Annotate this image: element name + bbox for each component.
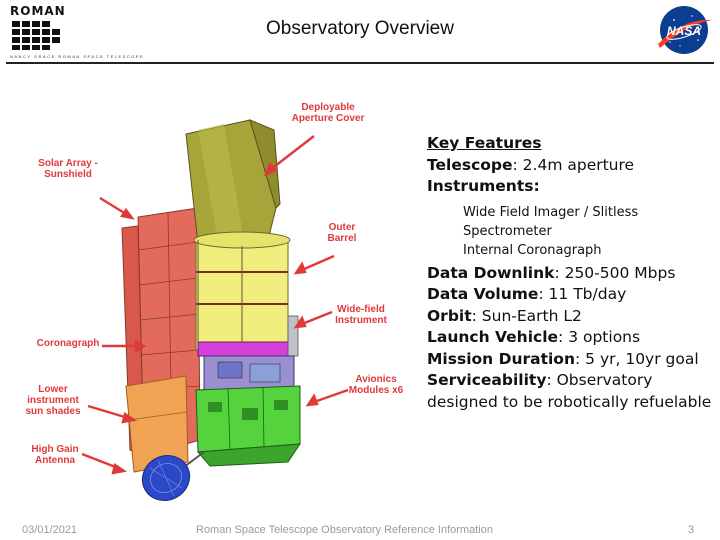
data-volume-row: Data Volume: 11 Tb/day (427, 284, 712, 306)
callout-lower-instrument-sun-shades: Lower instrument sun shades (25, 384, 81, 417)
callout-arrows (81, 135, 349, 475)
key-features-panel: Key Features Telescope: 2.4m aperture In… (427, 133, 712, 413)
header-divider (6, 62, 714, 64)
roman-logo-grid-icon (12, 21, 60, 50)
data-downlink-label: Data Downlink (427, 263, 555, 282)
observatory-diagram (81, 119, 349, 501)
instruments-row: Instruments: (427, 176, 712, 198)
mission-duration-value: : 5 yr, 10yr goal (575, 349, 699, 368)
nasa-logo-text: NASA (667, 24, 701, 38)
orbit-label: Orbit (427, 306, 472, 325)
solar-array-panels (121, 207, 201, 473)
telescope-row: Telescope: 2.4m aperture (427, 155, 712, 177)
callout-high-gain-antenna: High Gain Antenna (31, 444, 79, 466)
roman-logo-text: ROMAN (10, 4, 66, 18)
orbit-value: : Sun-Earth L2 (471, 306, 582, 325)
data-volume-label: Data Volume (427, 285, 539, 303)
launch-vehicle-label: Launch Vehicle (427, 328, 559, 346)
mission-duration-label: Mission Duration (427, 349, 575, 368)
roman-logo-subtext: NANCY GRACE ROMAN SPACE TELESCOPE (10, 54, 145, 59)
data-volume-value: : 11 Tb/day (538, 285, 627, 303)
launch-vehicle-value: : 3 options (558, 328, 641, 346)
orbit-row: Orbit: Sun-Earth L2 (427, 306, 712, 328)
instrument-item-wfi: Wide Field Imager / Slitless Spectromete… (463, 204, 639, 239)
instrument-ring (197, 315, 299, 357)
instruments-label: Instruments: (427, 177, 540, 195)
instrument-item-coronagraph: Internal Coronagraph (463, 242, 602, 258)
footer-title: Roman Space Telescope Observatory Refere… (196, 524, 493, 536)
key-features-heading: Key Features (427, 134, 542, 152)
callout-solar-array-sunshield: Solar Array - Sunshield (38, 158, 98, 180)
launch-vehicle-row: Launch Vehicle: 3 options (427, 327, 712, 349)
avionics-modules (195, 385, 301, 467)
serviceability-value: : Observatory designed to be robotically… (427, 371, 712, 411)
aperture-cover (185, 119, 281, 245)
callout-outer-barrel: Outer Barrel (327, 222, 357, 244)
instrument-bay (203, 355, 295, 393)
serviceability-label: Serviceability (427, 371, 547, 389)
data-downlink-row: Data Downlink: 250-500 Mbps (427, 263, 712, 285)
footer-date: 03/01/2021 (22, 524, 78, 536)
outer-barrel (193, 231, 291, 351)
callout-avionics-modules: Avionics Modules x6 (348, 374, 404, 396)
telescope-value: : 2.4m aperture (512, 155, 635, 174)
roman-logo: ROMAN NANCY GRACE ROMAN SPACE TELESCOPE (10, 4, 143, 60)
telescope-label: Telescope (427, 155, 513, 174)
page-title: Observatory Overview (266, 18, 454, 39)
mission-duration-row: Mission Duration: 5 yr, 10yr goal (427, 349, 712, 371)
callout-deployable-aperture-cover: Deployable Aperture Cover (291, 102, 365, 124)
data-downlink-value: : 250-500 Mbps (554, 263, 676, 282)
callout-wide-field-instrument: Wide-field Instrument (335, 304, 387, 326)
callout-coronagraph: Coronagraph (36, 338, 100, 349)
instruments-list: Wide Field Imager / Slitless Spectromete… (427, 203, 712, 260)
nasa-logo-icon: NASA (658, 6, 712, 54)
serviceability-row: Serviceability: Observatory designed to … (427, 370, 712, 413)
high-gain-antenna-icon (141, 451, 205, 501)
page-number: 3 (688, 524, 695, 536)
